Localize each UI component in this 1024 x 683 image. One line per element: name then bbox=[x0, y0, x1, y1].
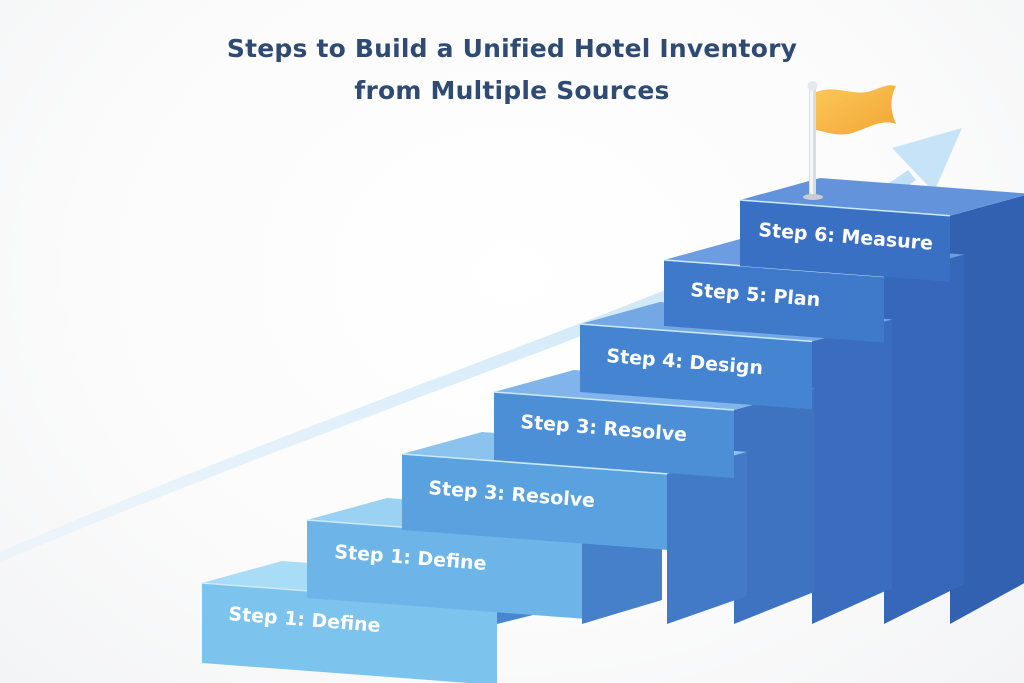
step-edge-7 bbox=[739, 199, 951, 217]
step-front-2 bbox=[307, 520, 582, 619]
step-edge-5 bbox=[579, 323, 813, 343]
step-front-3 bbox=[402, 454, 667, 550]
title-line-2: from Multiple Sources bbox=[354, 76, 670, 105]
step-front-7 bbox=[740, 200, 950, 282]
step-side-7 bbox=[950, 195, 1024, 624]
step-side-4 bbox=[734, 388, 814, 624]
flag-icon bbox=[803, 81, 896, 200]
step-edge-4 bbox=[493, 391, 735, 411]
step-front-4 bbox=[494, 392, 734, 478]
title-line-1: Steps to Build a Unified Hotel Inventory bbox=[226, 34, 798, 63]
step-side-6 bbox=[884, 254, 964, 624]
step-side-5 bbox=[812, 319, 892, 624]
step-edge-3 bbox=[401, 453, 668, 475]
growth-arrow-icon bbox=[0, 128, 962, 562]
step-front-6 bbox=[664, 260, 884, 343]
step-front-5 bbox=[580, 324, 812, 410]
step-side-3 bbox=[667, 451, 747, 624]
step-front-1 bbox=[202, 583, 497, 683]
page-title: Steps to Build a Unified Hotel Inventory… bbox=[0, 28, 1024, 112]
